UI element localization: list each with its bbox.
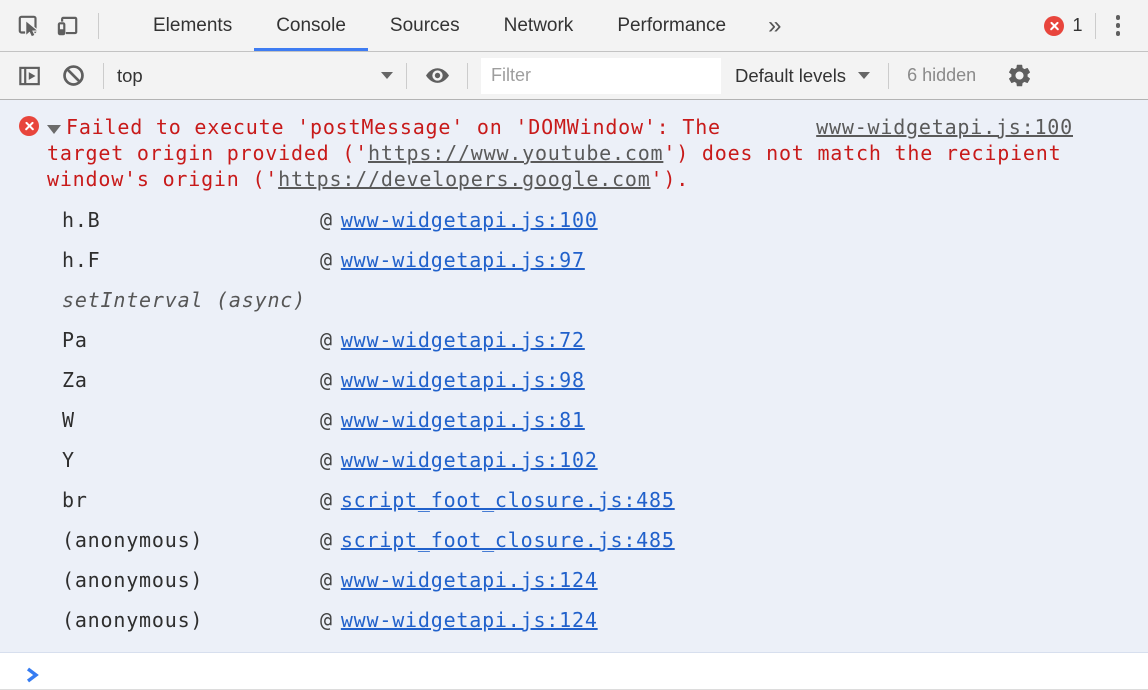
show-console-sidebar-icon[interactable] [12,59,46,93]
hidden-messages-label: 6 hidden [907,65,977,85]
panel-tabs: Elements Console Sources Network Performance [131,0,748,51]
toolbar-separator [467,62,468,89]
stack-location-link[interactable]: www-widgetapi.js:124 [340,568,598,592]
error-text: target origin provided (' [47,141,369,165]
expand-triangle-icon[interactable] [47,125,61,134]
stack-function-name: setInterval (async) [62,288,306,312]
stack-function-name: Pa [62,328,88,352]
main-menu-icon[interactable] [1108,11,1129,40]
stack-frame-row: setInterval (async) [0,280,1148,320]
url-link[interactable]: https://developers.google.com [278,167,651,191]
error-badge-icon [1044,15,1065,36]
stack-function-name: Za [62,368,88,392]
tab-network[interactable]: Network [503,14,574,36]
stack-function-name: (anonymous) [62,568,204,592]
stack-frame-row: (anonymous) @ www-widgetapi.js:124 [0,560,1148,600]
at-symbol: @ [320,488,333,512]
stack-location-link[interactable]: www-widgetapi.js:72 [340,328,585,352]
panel-tabbar: Elements Console Sources Network Performance… [0,0,1148,52]
prompt-chevron-icon [26,667,39,683]
stack-trace: h.B @ www-widgetapi.js:100 h.F @ www-widgetap… [0,200,1148,640]
execution-context-selector[interactable]: top [117,65,393,87]
at-symbol: @ [320,448,333,472]
error-text: '). [650,167,690,191]
stack-frame-row: Y @ www-widgetapi.js:102 [0,440,1148,480]
tab-performance[interactable]: Performance [617,14,727,36]
filter-input[interactable] [481,57,721,94]
at-symbol: @ [320,568,333,592]
stack-location-link[interactable]: script_foot_closure.js:485 [340,488,675,512]
error-icon [19,116,39,136]
console-toolbar: top Default levels 6 hidden [0,52,1148,100]
at-symbol: @ [320,408,333,432]
stack-frame-row: br @ script_foot_closure.js:485 [0,480,1148,520]
toolbar-separator [406,62,407,89]
stack-location-link[interactable]: www-widgetapi.js:102 [340,448,598,472]
error-source-link[interactable]: www-widgetapi.js:100 [816,115,1073,139]
console-prompt[interactable] [0,653,1148,690]
at-symbol: @ [320,248,333,272]
console-error-message: www-widgetapi.js:100 Failed to execute '… [0,100,1148,653]
stack-frame-row: W @ www-widgetapi.js:81 [0,400,1148,440]
error-count-label: 1 [1072,15,1083,35]
at-symbol: @ [320,368,333,392]
tab-console[interactable]: Console [254,0,368,51]
eye-live-expression-icon[interactable] [420,59,454,93]
at-symbol: @ [320,208,333,232]
stack-location-link[interactable]: script_foot_closure.js:485 [340,528,675,552]
stack-function-name: W [62,408,75,432]
error-text: Failed to execute 'postMessage' on 'DOMW… [66,115,721,139]
stack-function-name: h.B [62,208,101,232]
device-toolbar-icon[interactable] [50,9,84,43]
stack-function-name: (anonymous) [62,608,204,632]
stack-location-link[interactable]: www-widgetapi.js:100 [340,208,598,232]
stack-frame-row: h.B @ www-widgetapi.js:100 [0,200,1148,240]
stack-frame-row: (anonymous) @ script_foot_closure.js:485 [0,520,1148,560]
stack-location-link[interactable]: www-widgetapi.js:97 [340,248,585,272]
stack-frame-row: Za @ www-widgetapi.js:98 [0,360,1148,400]
stack-function-name: (anonymous) [62,528,204,552]
at-symbol: @ [320,328,333,352]
error-text: ') does not match the recipient [663,141,1062,165]
chevron-down-icon [858,72,871,79]
inspect-element-icon[interactable] [12,9,46,43]
console-messages: www-widgetapi.js:100 Failed to execute '… [0,100,1148,690]
clear-console-icon[interactable] [56,59,90,93]
tabbar-separator [1094,12,1096,39]
stack-frame-row: h.F @ www-widgetapi.js:97 [0,240,1148,280]
log-levels-selector[interactable]: Default levels [735,64,871,87]
stack-function-name: br [62,488,88,512]
settings-gear-icon[interactable] [1002,59,1036,93]
levels-label: Default levels [735,64,847,86]
stack-frame-row: Pa @ www-widgetapi.js:72 [0,320,1148,360]
tabbar-separator [98,12,99,39]
tab-elements[interactable]: Elements [153,14,233,36]
url-link[interactable]: https://www.youtube.com [368,141,664,165]
context-label: top [117,64,143,86]
tab-sources[interactable]: Sources [389,14,460,36]
stack-function-name: Y [62,448,75,472]
error-text: window's origin (' [47,167,279,191]
error-line: window's origin ('https://developers.goo… [47,166,828,192]
stack-frame-row: (anonymous) @ www-widgetapi.js:124 [0,600,1148,640]
chevron-down-icon [381,72,393,79]
stack-location-link[interactable]: www-widgetapi.js:98 [340,368,585,392]
at-symbol: @ [320,528,333,552]
stack-location-link[interactable]: www-widgetapi.js:124 [340,608,598,632]
stack-function-name: h.F [62,248,101,272]
more-tabs-chevron-icon[interactable]: » [768,11,782,39]
error-line: Failed to execute 'postMessage' on 'DOMW… [47,114,828,140]
error-line: target origin provided ('https://www.you… [47,140,1061,166]
error-counter[interactable]: 1 [1044,15,1083,36]
stack-location-link[interactable]: www-widgetapi.js:81 [340,408,585,432]
at-symbol: @ [320,608,333,632]
toolbar-separator [888,62,890,89]
error-message-text: Failed to execute 'postMessage' on 'DOMW… [0,114,1148,192]
toolbar-separator [103,62,104,89]
